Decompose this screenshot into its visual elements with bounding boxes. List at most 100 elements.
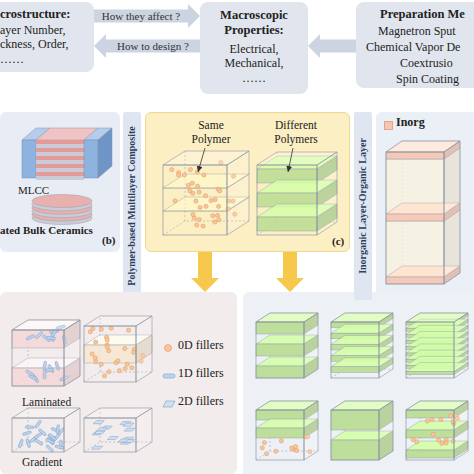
layer-slab xyxy=(379,401,393,430)
node-text: Same Polymer xyxy=(181,119,241,147)
layer-slab xyxy=(444,141,460,159)
layer-slab xyxy=(444,148,460,214)
filler-rod xyxy=(47,436,56,442)
filler-particle xyxy=(198,205,202,209)
cube-hidden-edge xyxy=(406,313,468,378)
layer-slab xyxy=(304,419,318,438)
multilayer-illustration xyxy=(256,313,468,460)
cube-face xyxy=(12,418,64,452)
relation-arrow xyxy=(106,40,200,53)
filler-particle xyxy=(117,369,121,373)
layer-slab xyxy=(406,341,454,344)
filler-particle xyxy=(132,347,136,351)
filler-rod xyxy=(55,445,64,450)
layer-slab xyxy=(379,431,393,460)
layer-slab xyxy=(136,335,152,363)
filler-particle xyxy=(126,328,130,332)
filler-rod xyxy=(44,368,53,372)
filler-particle xyxy=(295,448,299,452)
layer-slab xyxy=(163,197,249,211)
filler-rod xyxy=(47,336,56,340)
filler-particle xyxy=(213,198,217,202)
mlcc-illustration xyxy=(22,128,112,225)
legend-text: Inorg xyxy=(396,115,425,129)
layer-slab xyxy=(256,366,304,378)
filler-particle xyxy=(425,419,429,423)
layer-slab xyxy=(331,358,393,367)
filler-platelet xyxy=(107,437,118,440)
layer-slab xyxy=(331,324,393,333)
leader-line xyxy=(198,148,205,172)
filler-rod xyxy=(18,439,24,448)
layer-slab xyxy=(257,217,317,231)
layer-slab xyxy=(386,221,444,277)
flow-arrow-head xyxy=(276,278,304,292)
filler-particle xyxy=(219,160,223,164)
cube-hidden-edge xyxy=(406,401,468,460)
cube-face xyxy=(84,326,136,382)
filler-particle xyxy=(94,340,98,344)
filler-rod xyxy=(34,432,43,439)
layer-slab xyxy=(406,325,468,334)
filler-platelet xyxy=(93,421,104,424)
cube-hidden-edge xyxy=(84,408,152,452)
layer-slab xyxy=(406,401,468,410)
cube-face xyxy=(444,141,460,284)
layer-slab xyxy=(406,421,468,430)
filler-rod xyxy=(35,331,43,339)
filler-rod xyxy=(26,439,31,448)
layer-slab xyxy=(256,410,304,420)
filler-rod xyxy=(50,329,57,338)
flow-arrow xyxy=(198,252,212,278)
filler-particle xyxy=(94,360,98,364)
layer-slab xyxy=(454,363,468,375)
cube-face xyxy=(257,165,317,235)
filler-particle xyxy=(188,167,192,171)
layer-slab xyxy=(163,174,249,188)
layer-slab xyxy=(84,335,152,345)
filler-particle xyxy=(213,220,217,224)
cube-face xyxy=(163,165,227,235)
filler-platelet xyxy=(123,423,134,426)
ceramic-disk xyxy=(32,205,92,218)
layer-slab xyxy=(331,322,379,328)
cube-face xyxy=(227,151,249,235)
panel-c-illustration xyxy=(163,148,337,235)
filler-particle xyxy=(201,224,205,228)
layer-slab xyxy=(406,359,454,362)
layer-slab xyxy=(331,347,393,356)
filler-particle xyxy=(195,170,199,174)
cube-face xyxy=(317,152,337,235)
layer-slab xyxy=(64,320,80,348)
filler-rod xyxy=(43,370,46,379)
layer-slab xyxy=(406,344,468,353)
filler-particle xyxy=(430,418,434,422)
filler-rod xyxy=(34,438,43,445)
cube-face xyxy=(406,401,468,410)
layer-slab xyxy=(386,203,460,214)
node-text: crostructure: xyxy=(0,7,70,22)
filler-particle xyxy=(211,214,215,218)
filler-particle xyxy=(218,189,222,193)
layer-slab xyxy=(406,430,454,438)
layer-slab xyxy=(406,319,468,328)
layer-slab xyxy=(331,335,393,344)
node-text: (b) xyxy=(102,234,115,247)
layer-slab xyxy=(386,152,444,159)
ceramic-disk xyxy=(32,195,92,208)
filler-particle xyxy=(116,359,120,363)
mlcc-end-cap xyxy=(98,128,112,178)
cube-hidden-edge xyxy=(256,401,318,460)
filler-particle xyxy=(436,438,440,442)
layer-slab xyxy=(257,204,337,217)
layer-slab xyxy=(444,210,460,277)
filler-rod xyxy=(48,433,56,441)
layer-slab xyxy=(331,333,379,339)
filler-particle xyxy=(202,173,206,177)
node-text: Electrical, Mechanical, …… xyxy=(214,42,294,85)
filler-particle xyxy=(123,346,127,350)
mlcc-layer xyxy=(36,176,84,180)
filler-particle xyxy=(451,439,455,443)
filler-particle xyxy=(140,354,144,358)
